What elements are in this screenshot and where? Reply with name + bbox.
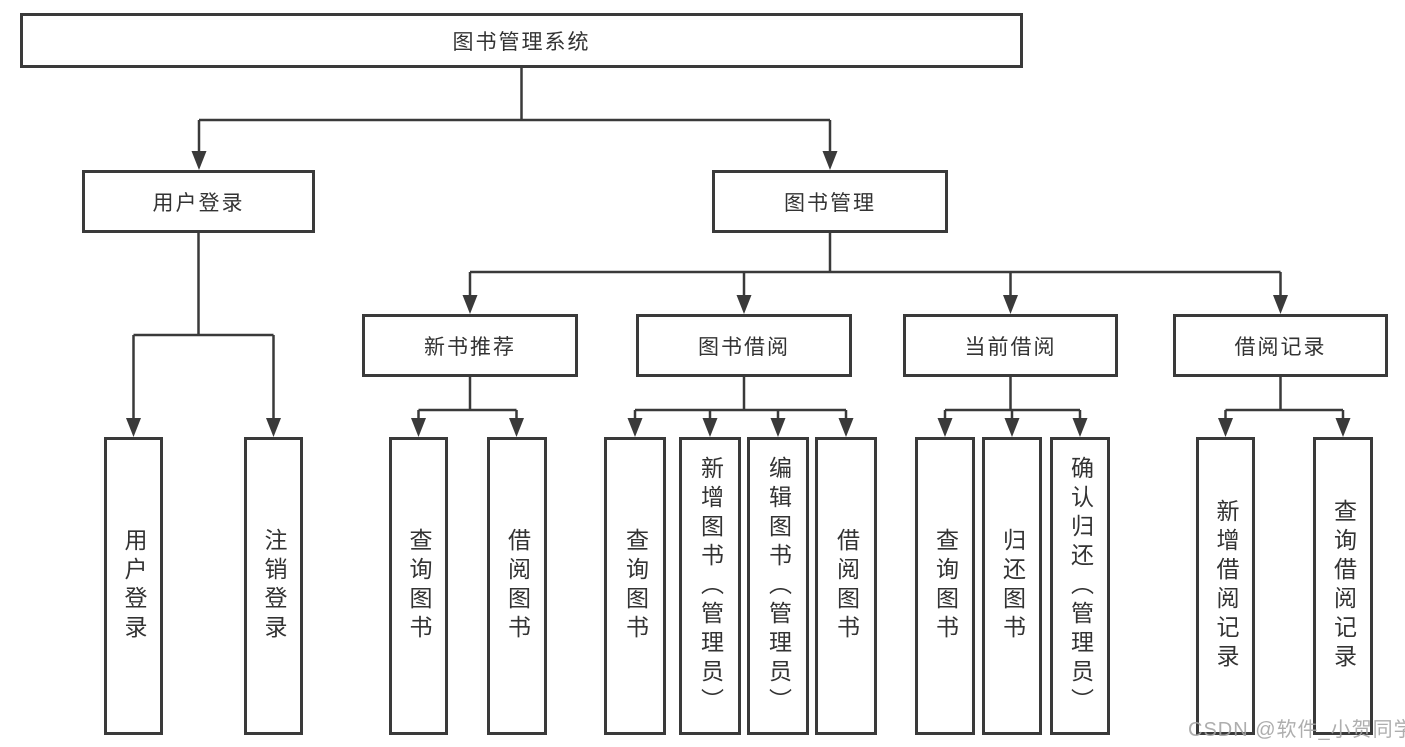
leaf-borrow-query-book: 查询图书 [604, 437, 666, 735]
leaf-borrow-borrow-book-label: 借阅图书 [833, 528, 860, 644]
node-book-management-branch-label: 图书管理 [784, 191, 876, 215]
leaf-borrow-borrow-book: 借阅图书 [815, 437, 877, 735]
node-book-management-branch: 图书管理 [712, 170, 948, 233]
leaf-current-confirm-return-admin-label: 确认归还（管理员） [1067, 455, 1094, 717]
leaf-recommend-borrow-book: 借阅图书 [487, 437, 547, 735]
node-current-borrow-label: 当前借阅 [964, 335, 1057, 359]
leaf-current-return-book: 归还图书 [982, 437, 1042, 735]
arrowheads [126, 151, 1351, 437]
node-borrow-record-label: 借阅记录 [1234, 335, 1327, 359]
node-user-login-branch: 用户登录 [82, 170, 315, 233]
node-current-borrow: 当前借阅 [903, 314, 1118, 377]
leaf-current-confirm-return-admin: 确认归还（管理员） [1050, 437, 1110, 735]
node-new-book-recommend: 新书推荐 [362, 314, 578, 377]
node-new-book-recommend-label: 新书推荐 [424, 335, 516, 359]
node-book-borrow-label: 图书借阅 [698, 335, 790, 359]
leaf-borrow-add-book-admin-label: 新增图书（管理员） [697, 455, 724, 717]
leaf-recommend-borrow-book-label: 借阅图书 [504, 528, 531, 644]
node-library-management-system: 图书管理系统 [20, 13, 1023, 68]
leaf-borrow-add-book-admin: 新增图书（管理员） [679, 437, 741, 735]
leaf-record-query-label: 查询借阅记录 [1330, 499, 1357, 673]
leaf-user-login: 用户登录 [104, 437, 163, 735]
node-library-management-system-label: 图书管理系统 [452, 30, 591, 54]
leaf-borrow-query-book-label: 查询图书 [622, 528, 649, 644]
node-user-login-branch-label: 用户登录 [152, 191, 245, 215]
leaf-recommend-query-book: 查询图书 [389, 437, 448, 735]
leaf-user-login-label: 用户登录 [121, 528, 147, 644]
leaf-current-query-book: 查询图书 [915, 437, 975, 735]
leaf-record-add-label: 新增借阅记录 [1213, 499, 1239, 673]
node-book-borrow: 图书借阅 [636, 314, 852, 377]
leaf-recommend-query-book-label: 查询图书 [406, 528, 432, 644]
leaf-borrow-edit-book-admin-label: 编辑图书（管理员） [765, 455, 792, 717]
leaf-logout-label: 注销登录 [261, 528, 287, 644]
leaf-logout: 注销登录 [244, 437, 303, 735]
leaf-borrow-edit-book-admin: 编辑图书（管理员） [747, 437, 809, 735]
leaf-record-query: 查询借阅记录 [1313, 437, 1373, 735]
csdn-watermark: CSDN @软件_小贺同学 [1188, 719, 1405, 741]
node-borrow-record: 借阅记录 [1173, 314, 1388, 377]
leaf-current-query-book-label: 查询图书 [932, 528, 959, 644]
leaf-current-return-book-label: 归还图书 [999, 528, 1026, 644]
leaf-record-add: 新增借阅记录 [1196, 437, 1255, 735]
